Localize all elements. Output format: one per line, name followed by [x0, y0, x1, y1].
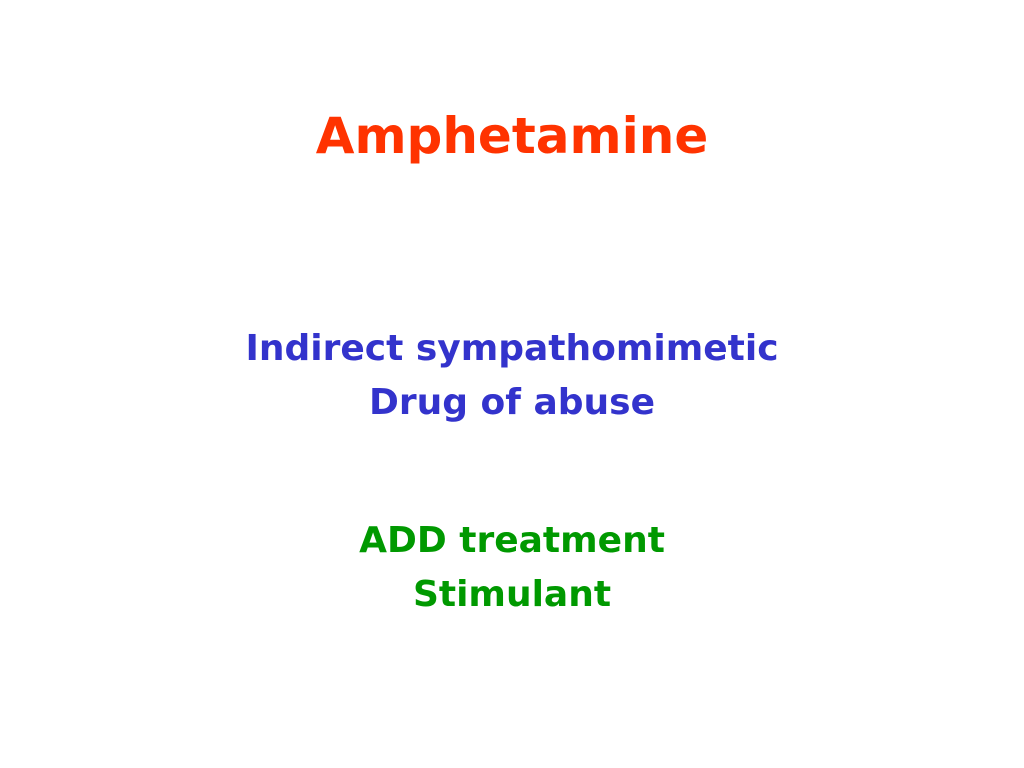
blue-line-1: Indirect sympathomimetic [245, 328, 779, 369]
slide-title: Amphetamine [315, 107, 709, 165]
green-text-block: ADD treatment Stimulant [0, 514, 1024, 622]
blue-text-block: Indirect sympathomimetic Drug of abuse [0, 322, 1024, 430]
green-line-2: Stimulant [412, 574, 612, 615]
blue-line-2: Drug of abuse [368, 382, 656, 423]
green-line-1: ADD treatment [359, 520, 665, 561]
